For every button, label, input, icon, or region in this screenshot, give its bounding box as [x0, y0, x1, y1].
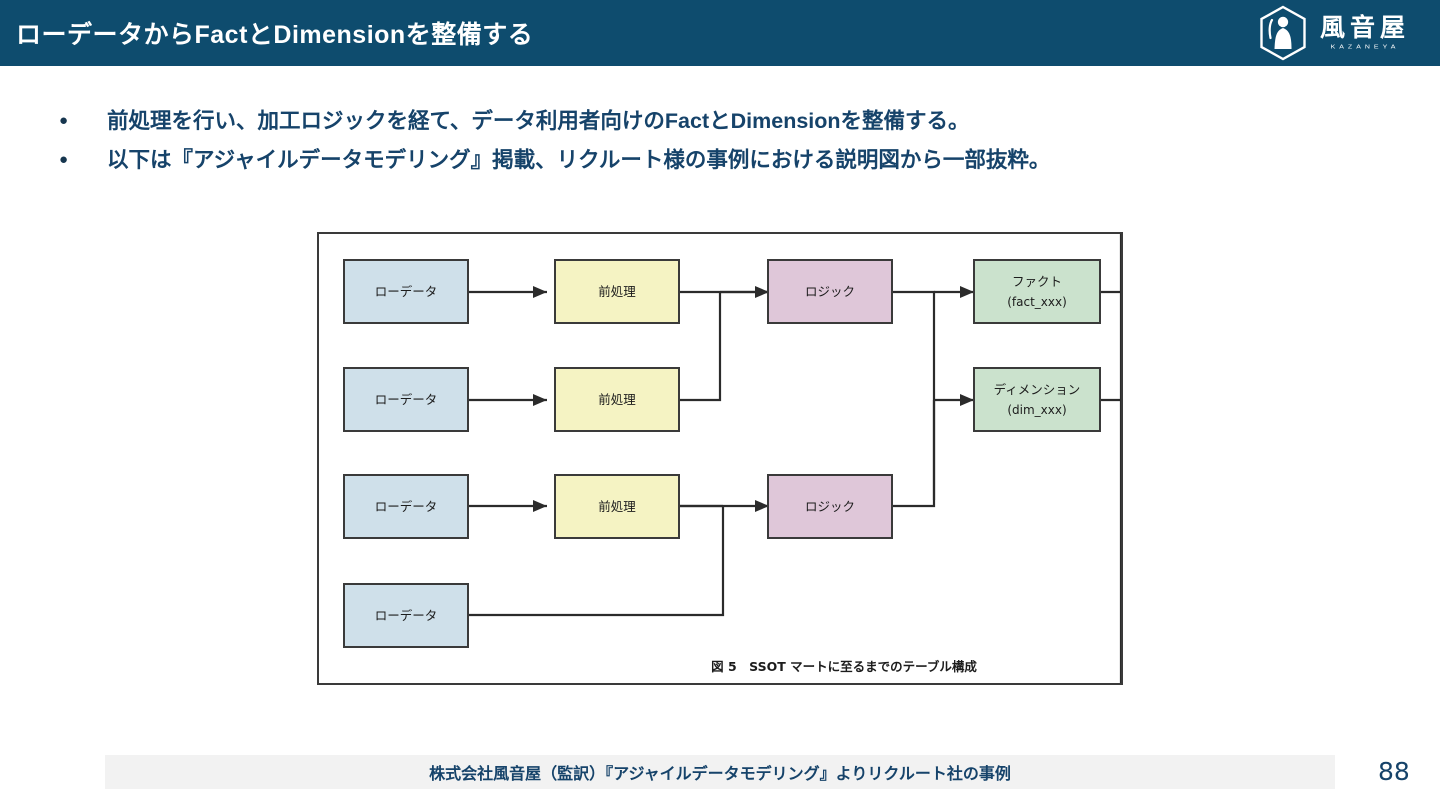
node-raw-data-1[interactable]: ローデータ	[343, 259, 469, 324]
bullet-list: ● 前処理を行い、加工ロジックを経て、データ利用者向けのFactとDimensi…	[55, 106, 1395, 184]
footer-credit-text: 株式会社風音屋（監訳）『アジャイルデータモデリング』よりリクルート社の事例	[429, 766, 1011, 783]
figure-caption: 図 5 SSOT マートに至るまでのテーブル構成	[711, 659, 977, 674]
logo-text-en: KAZANEYA	[1330, 44, 1400, 51]
node-label: ロジック	[805, 284, 855, 299]
node-raw-data-4[interactable]: ローデータ	[343, 583, 469, 648]
page-title: ローデータからFactとDimensionを整備する	[16, 21, 534, 49]
list-item: ● 前処理を行い、加工ロジックを経て、データ利用者向けのFactとDimensi…	[55, 106, 1395, 136]
node-label: ローデータ	[375, 284, 438, 299]
node-raw-data-2[interactable]: ローデータ	[343, 367, 469, 432]
node-label-dim-line2: (dim_xxx)	[1007, 403, 1066, 417]
hexagon-person-icon	[1260, 5, 1306, 61]
logo-text-jp: 風音屋	[1319, 13, 1410, 42]
bullet-marker-icon: ●	[59, 112, 69, 129]
node-logic-1[interactable]: ロジック	[767, 259, 893, 324]
node-label: 前処理	[598, 392, 636, 407]
node-label: ローデータ	[375, 608, 438, 623]
node-label: ローデータ	[375, 499, 438, 514]
node-preprocess-1[interactable]: 前処理	[554, 259, 680, 324]
node-label: ロジック	[805, 499, 855, 514]
brand-logo: 風音屋 KAZANEYA	[1258, 5, 1410, 61]
node-raw-data-3[interactable]: ローデータ	[343, 474, 469, 539]
connector-lines	[468, 234, 1121, 683]
node-label: 前処理	[598, 284, 636, 299]
list-item: ● 以下は『アジャイルデータモデリング』掲載、リクルート様の事例における説明図か…	[55, 145, 1395, 175]
pipeline-diagram: ローデータ ローデータ ローデータ ローデータ 前処理 前処理	[343, 234, 1121, 683]
node-label-fact-line1: ファクト	[1012, 274, 1062, 289]
arrow-heads	[533, 286, 974, 512]
node-logic-2[interactable]: ロジック	[767, 474, 893, 539]
node-label: ローデータ	[375, 392, 438, 407]
node-label: 前処理	[598, 499, 636, 514]
node-preprocess-2[interactable]: 前処理	[554, 367, 680, 432]
figure-frame: ローデータ ローデータ ローデータ ローデータ 前処理 前処理	[317, 232, 1123, 685]
bullet-text: 以下は『アジャイルデータモデリング』掲載、リクルート様の事例における説明図から一…	[107, 148, 1051, 172]
node-fact-table[interactable]: ファクト (fact_xxx)	[973, 259, 1101, 324]
page-number: 88	[1378, 757, 1410, 786]
bullet-text: 前処理を行い、加工ロジックを経て、データ利用者向けのFactとDimension…	[107, 109, 970, 133]
node-dimension-table[interactable]: ディメンション (dim_xxx)	[973, 367, 1101, 432]
footer-credit-band: 株式会社風音屋（監訳）『アジャイルデータモデリング』よりリクルート社の事例	[105, 755, 1335, 789]
bullet-marker-icon: ●	[59, 151, 69, 168]
node-label-dim-line1: ディメンション	[994, 382, 1081, 397]
node-label-fact-line2: (fact_xxx)	[1007, 295, 1067, 309]
node-preprocess-3[interactable]: 前処理	[554, 474, 680, 539]
slide-header: ローデータからFactとDimensionを整備する 風音屋 KAZANEYA	[0, 0, 1440, 66]
